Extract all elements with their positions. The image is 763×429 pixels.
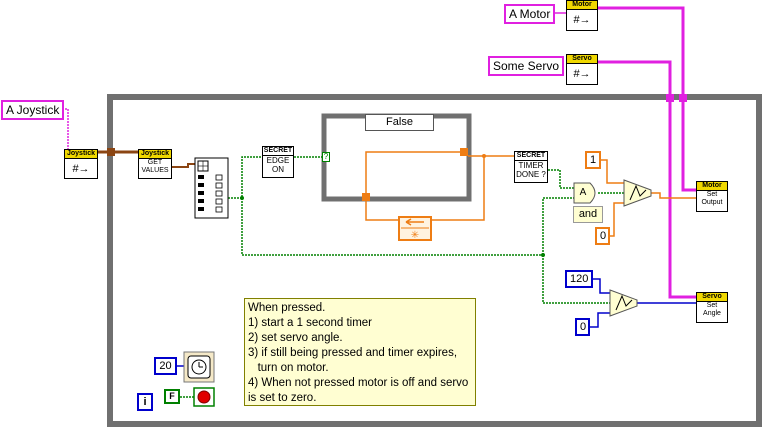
vi-header: SECRET: [263, 147, 293, 156]
vi-text-1: Set: [706, 191, 718, 198]
comment-note[interactable]: When pressed. 1) start a 1 second timer …: [244, 298, 476, 406]
and-function[interactable]: [573, 182, 596, 204]
numeric-constant-0a[interactable]: 0: [595, 227, 610, 245]
feedback-return-wire: [431, 156, 485, 221]
const-0-wire: [609, 202, 624, 237]
loop-stop-terminal[interactable]: [193, 387, 215, 407]
motor-refnum-vi[interactable]: Motor #→: [566, 0, 598, 31]
comment-line-5: turn on motor.: [248, 362, 329, 374]
comment-line-3: 2) set servo angle.: [248, 332, 343, 344]
vi-text-1: Set: [706, 302, 718, 309]
vi-text-1: GET: [147, 159, 163, 166]
vi-header: Motor: [567, 1, 597, 10]
comment-line-6: 4) When not pressed motor is off and ser…: [248, 377, 469, 389]
vi-text-2: VALUES: [141, 167, 169, 174]
comment-line-7: is set to zero.: [248, 392, 317, 404]
case-terminal-label: ?: [323, 152, 329, 161]
select-function-servo[interactable]: [609, 289, 638, 317]
joystick-tunnel: [107, 148, 115, 156]
numeric-constant-0b[interactable]: 0: [575, 318, 590, 336]
vi-header: Joystick: [139, 150, 171, 159]
const-120-wire: [592, 278, 610, 294]
motor-control-label[interactable]: A Motor: [504, 4, 556, 24]
vi-header: SECRET: [515, 152, 547, 161]
motor-tunnel: [679, 94, 687, 102]
case-selector-value: False: [386, 116, 413, 128]
vi-header: Servo: [697, 293, 727, 302]
feedback-init-icon: ✳: [411, 230, 419, 241]
joystick-get-values-vi[interactable]: Joystick GET VALUES: [138, 149, 172, 179]
joystick-control-label[interactable]: A Joystick: [1, 100, 65, 120]
and-input-wire: [542, 197, 574, 255]
servo-control-label[interactable]: Some Servo: [488, 56, 565, 76]
button-wire-to-edge: [228, 156, 262, 199]
select-function-motor[interactable]: [623, 179, 652, 207]
refnum-icon: #→: [72, 163, 90, 175]
feedback-arrow-icon: [405, 218, 424, 226]
and-glyph: A: [579, 187, 587, 198]
edge-on-vi[interactable]: SECRET EDGE ON: [262, 146, 294, 178]
motor-set-output-vi[interactable]: Motor Set Output: [696, 181, 728, 212]
comment-line-4: 3) if still being pressed and timer expi…: [248, 347, 458, 359]
refnum-icon: #→: [573, 68, 591, 80]
while-loop-frame[interactable]: [107, 94, 762, 427]
vi-text-2: Angle: [703, 310, 721, 317]
junction-dot-1: [240, 196, 244, 200]
vi-text-1: EDGE: [266, 156, 290, 165]
refnum-icon: #→: [573, 14, 591, 26]
junction-dot-2: [541, 253, 545, 257]
button-wire-down: [241, 198, 543, 256]
junction-dot-3: [482, 154, 486, 158]
and-function-label: and: [573, 206, 603, 223]
timer-feedback-wire: [365, 197, 399, 221]
wait-ms-function[interactable]: [183, 351, 215, 383]
vi-text-2: ON: [272, 165, 284, 174]
numeric-constant-1[interactable]: 1: [585, 151, 601, 169]
vi-header: Motor: [697, 182, 727, 191]
case-selector[interactable]: False: [365, 114, 434, 131]
const-0b-wire: [589, 312, 610, 328]
vi-header: Servo: [567, 55, 597, 64]
timer-done-vi[interactable]: SECRET TIMER DONE ?: [514, 151, 548, 183]
select-to-motor-wire: [651, 192, 696, 199]
wait-ms-constant[interactable]: 20: [154, 357, 177, 375]
joystick-refnum-wire: [65, 108, 69, 152]
servo-refnum-wire: [598, 60, 696, 299]
servo-set-angle-vi[interactable]: Servo Set Angle: [696, 292, 728, 323]
vi-text-1: TIMER: [518, 161, 544, 170]
vi-header: Joystick: [65, 150, 97, 159]
const-1-wire: [599, 159, 624, 184]
timer-to-and-wire: [548, 169, 574, 189]
case-shift-right-wire: [365, 151, 464, 197]
numeric-constant-120[interactable]: 120: [565, 270, 593, 288]
select2-bool-wire: [542, 255, 610, 304]
joystick-refnum-vi[interactable]: Joystick #→: [64, 149, 98, 179]
case-selector-terminal[interactable]: ?: [322, 152, 330, 162]
case-tunnel-in: [362, 193, 370, 201]
servo-refnum-vi[interactable]: Servo #→: [566, 54, 598, 85]
comment-line-1: When pressed.: [248, 302, 326, 314]
case-tunnel-out: [460, 148, 468, 156]
loop-iteration-terminal: i: [137, 393, 153, 411]
stop-false-constant[interactable]: F: [164, 389, 180, 404]
vi-text-2: DONE ?: [516, 170, 546, 179]
vi-text-2: Output: [701, 199, 723, 206]
unbundle-by-name[interactable]: [194, 157, 229, 219]
servo-tunnel: [666, 94, 674, 102]
comment-line-2: 1) start a 1 second timer: [248, 317, 372, 329]
values-wire: [172, 163, 195, 168]
